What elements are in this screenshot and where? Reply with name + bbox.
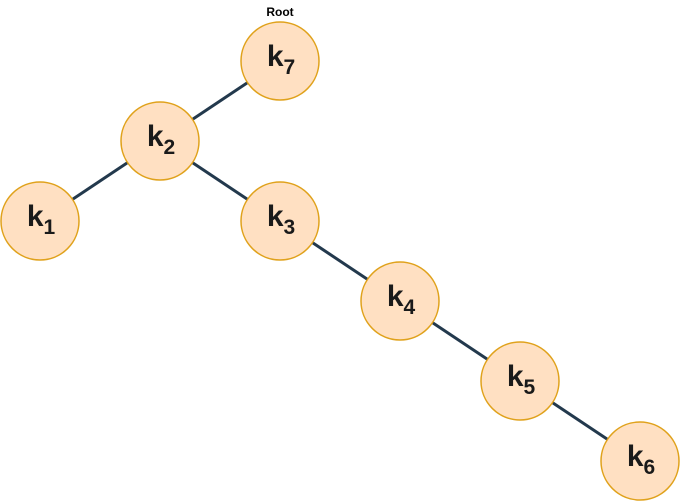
node-subscript: 1: [44, 216, 56, 239]
edges-layer: [71, 81, 609, 441]
node-circle-k7: [240, 21, 320, 101]
node-letter: k: [387, 280, 404, 313]
node-subscript: 7: [284, 56, 296, 79]
node-subscript: 4: [404, 296, 416, 319]
node-circle-k3: [240, 181, 320, 261]
node-circle-k1: [0, 181, 80, 261]
node-subscript: 2: [164, 136, 176, 159]
edge-k2-k3: [191, 161, 249, 201]
node-letter: k: [267, 200, 284, 233]
node-k2: k2: [120, 101, 200, 181]
node-subscript: 5: [524, 376, 536, 399]
edge-k3-k4: [311, 241, 369, 281]
node-label-k3: k3: [267, 200, 295, 239]
node-subscript: 3: [284, 216, 296, 239]
node-k4: k4: [360, 261, 440, 341]
node-label-k4: k4: [387, 280, 416, 319]
node-label-k5: k5: [507, 360, 536, 399]
node-circle-k6: [600, 421, 680, 501]
node-k3: k3: [240, 181, 320, 261]
edge-k5-k6: [551, 401, 609, 441]
node-k6: k6: [600, 421, 680, 501]
node-k5: k5: [480, 341, 560, 421]
node-label-k2: k2: [147, 120, 175, 159]
node-letter: k: [147, 120, 164, 153]
node-label-k1: k1: [27, 200, 56, 239]
node-k1: k1: [0, 181, 80, 261]
node-letter: k: [507, 360, 524, 393]
root-label: Root: [266, 5, 293, 19]
edge-k7-k2: [191, 81, 249, 121]
node-letter: k: [267, 40, 284, 73]
node-letter: k: [27, 200, 44, 233]
node-circle-k5: [480, 341, 560, 421]
node-circle-k2: [120, 101, 200, 181]
edge-k2-k1: [71, 161, 129, 201]
node-label-k7: k7: [267, 40, 295, 79]
edge-k4-k5: [431, 321, 489, 361]
node-subscript: 6: [644, 456, 656, 479]
node-circle-k4: [360, 261, 440, 341]
node-k7: k7: [240, 21, 320, 101]
node-letter: k: [627, 440, 644, 473]
node-label-k6: k6: [627, 440, 655, 479]
